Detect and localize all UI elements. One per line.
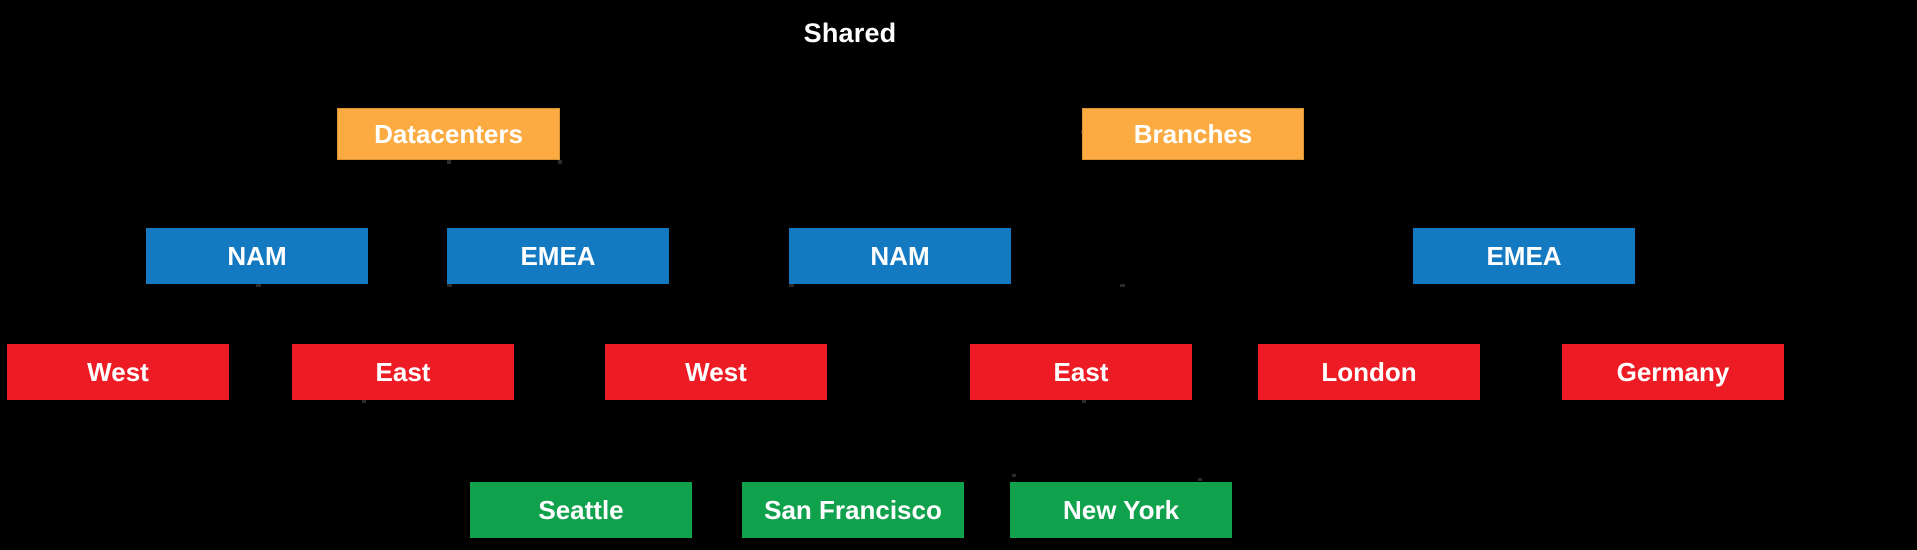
connector-dc-emea-east-to-san-francisco — [362, 400, 366, 403]
node-label: West — [87, 357, 149, 387]
node-label: London — [1321, 357, 1417, 387]
node-dc-nam[interactable]: NAM — [146, 228, 368, 284]
node-datacenters[interactable]: Datacenters — [337, 108, 560, 160]
node-dc-emea-east[interactable]: East — [292, 344, 514, 400]
node-label: Datacenters — [374, 119, 523, 149]
node-label: NAM — [227, 241, 287, 271]
node-label: NAM — [870, 241, 930, 271]
node-br-nam-west[interactable]: West — [605, 344, 827, 400]
page-title: Shared — [803, 18, 897, 48]
node-new-york[interactable]: New York — [1010, 482, 1232, 538]
connector-datacenters-to-dc-emea — [558, 160, 562, 164]
node-label: Branches — [1133, 119, 1253, 149]
node-br-emea-ger[interactable]: Germany — [1562, 344, 1784, 400]
node-br-nam-east[interactable]: East — [970, 344, 1192, 400]
node-label: Seattle — [538, 495, 624, 525]
connector-br-nam-to-br-nam-west — [789, 284, 794, 287]
node-label: West — [685, 357, 747, 387]
node-label: San Francisco — [764, 495, 942, 525]
connector-dc-emea-to-dc-emea-east — [447, 284, 452, 287]
node-label: East — [1053, 357, 1109, 387]
node-label: EMEA — [1486, 241, 1562, 271]
node-san-francisco[interactable]: San Francisco — [742, 482, 964, 538]
node-br-emea[interactable]: EMEA — [1413, 228, 1635, 284]
node-dc-emea[interactable]: EMEA — [447, 228, 669, 284]
connector-br-emea-to-br-emea-lon — [1120, 284, 1125, 287]
node-label: EMEA — [520, 241, 596, 271]
node-dc-nam-west[interactable]: West — [7, 344, 229, 400]
connector-datacenters-to-dc-nam — [447, 160, 451, 164]
node-label: East — [375, 357, 431, 387]
connector-br-nam-east-to-new-york — [1082, 400, 1086, 403]
node-br-emea-lon[interactable]: London — [1258, 344, 1480, 400]
node-label: Germany — [1616, 357, 1730, 387]
connector-dc-nam-to-dc-nam-west — [256, 284, 261, 287]
node-br-nam[interactable]: NAM — [789, 228, 1011, 284]
connector-br-nam-east-to-new-york — [1012, 474, 1016, 477]
node-seattle[interactable]: Seattle — [470, 482, 692, 538]
node-branches[interactable]: Branches — [1082, 108, 1304, 160]
connector-br-nam-west-to-seattle — [1198, 478, 1202, 481]
node-label: New York — [1062, 495, 1180, 525]
